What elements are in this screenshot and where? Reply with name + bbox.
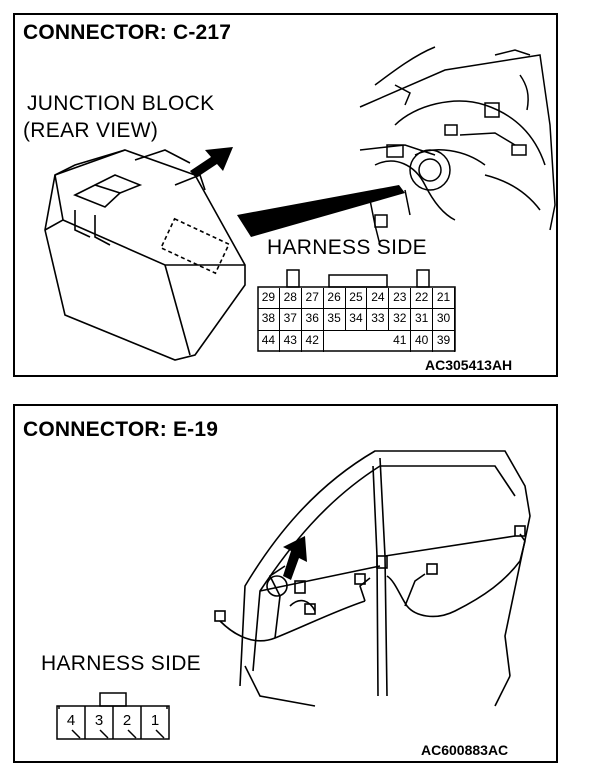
pin-cell: 44 [258,330,280,352]
pin-cell: 25 [345,288,368,310]
pin-cell: 2 [122,712,132,729]
panel-title: CONNECTOR: E-19 [23,418,219,441]
figure-code: AC600883AC [421,742,509,758]
pin-cell: 34 [345,309,368,331]
pin-cell: 43 [280,330,302,352]
harness-side-label: HARNESS SIDE [267,236,427,259]
pin-cell: 3 [94,712,104,729]
pin-cell: 32 [389,309,412,331]
pin-cell: 27 [301,288,324,310]
connector-e19-panel: CONNECTOR: E-19 [13,404,558,763]
pin-cell: 29 [258,288,280,310]
pin-cell: 30 [433,309,455,331]
arrow-icon [283,536,307,580]
pin-cell: 38 [258,309,280,331]
junction-block-drawing [44,149,246,361]
pin-cell: 28 [279,288,302,310]
pin-cell: 22 [411,288,434,310]
harness-side-label: HARNESS SIDE [41,652,201,675]
pin-cell: 26 [323,288,346,310]
figure-code: AC305413AH [425,357,513,373]
pin-cell: 4 [66,712,76,729]
panel-title: CONNECTOR: C-217 [23,21,232,44]
c217-connector-face [257,269,456,352]
arrow-icon [190,147,233,178]
pin-cell: 31 [411,309,434,331]
connector-c217-panel: CONNECTOR: C-217 JUNCTION BLOCK (REAR VI… [13,13,558,377]
pin-cell: 39 [433,330,455,352]
pin-cell: 35 [323,309,346,331]
rear-view-label: (REAR VIEW) [23,119,159,142]
pin-cell: 33 [367,309,390,331]
junction-block-illustration [44,46,556,361]
pin-cell: 42 [302,330,324,352]
e19-connector-face [56,692,170,740]
pin-cell: 36 [301,309,324,331]
junction-block-label: JUNCTION BLOCK [27,92,215,115]
pin-cell: 1 [150,712,160,729]
pin-cell: 37 [279,309,302,331]
pin-cell: 24 [367,288,390,310]
pin-cell: 40 [411,330,434,352]
pin-cell: 21 [433,288,455,310]
dashboard-drawing [359,46,556,246]
pin-cell: 41 [389,330,412,352]
vehicle-door-illustration [56,450,531,740]
pointer-wedge [237,185,405,237]
pin-cell: 23 [389,288,412,310]
